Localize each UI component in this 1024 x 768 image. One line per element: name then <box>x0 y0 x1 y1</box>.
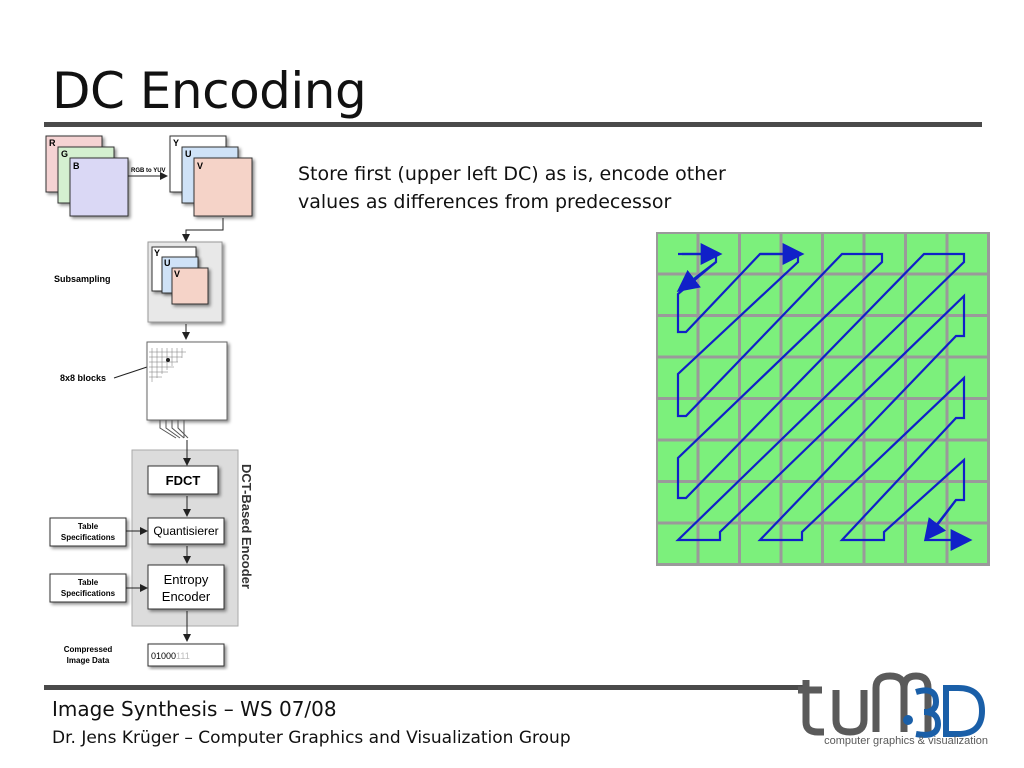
y-label: Y <box>173 138 179 148</box>
grid-cell <box>948 524 987 563</box>
grid-cell <box>824 483 863 522</box>
zigzag-scan-grid <box>656 232 990 566</box>
sub-y-label: Y <box>154 248 160 258</box>
grid-cell <box>907 275 946 314</box>
slide-description: Store first (upper left DC) as is, encod… <box>298 163 726 213</box>
r-label: R <box>49 138 56 148</box>
grid-cell <box>865 317 904 356</box>
grid-cell <box>741 483 780 522</box>
footer-divider <box>44 685 804 690</box>
encoder-title: DCT-Based Encoder <box>239 464 254 589</box>
jpeg-pipeline-diagram: R G B RGB to YUV Y U V Subsampling Y U V… <box>45 135 254 667</box>
bitstream-box <box>147 643 225 667</box>
fdct-box <box>147 465 219 495</box>
sub-u-label: U <box>164 258 171 268</box>
table-spec-2-line1: Table <box>78 578 99 587</box>
grid-cell <box>865 400 904 439</box>
grid-cell <box>699 275 738 314</box>
grid-cell <box>907 483 946 522</box>
grid-cell <box>824 524 863 563</box>
sub-v-label: V <box>174 269 180 279</box>
footer-course: Image Synthesis – WS 07/08 <box>52 697 337 721</box>
grid-cell <box>865 441 904 480</box>
grid-cell <box>948 441 987 480</box>
table-spec-box-2 <box>49 573 127 603</box>
v-plane <box>193 157 253 217</box>
table-spec-2-line2: Specifications <box>61 589 116 598</box>
entropy-label-2: Encoder <box>162 589 211 604</box>
grid-cell <box>824 400 863 439</box>
grid-cell <box>948 275 987 314</box>
grid-cell <box>865 358 904 397</box>
compressed-label-1: Compressed <box>64 645 113 654</box>
b-label: B <box>73 161 80 171</box>
grid-cell <box>741 524 780 563</box>
yuv-planes: Y U V <box>169 135 253 217</box>
fdct-label: FDCT <box>166 473 201 488</box>
grid-cell <box>907 441 946 480</box>
grid-cell <box>907 400 946 439</box>
grid-cell <box>824 441 863 480</box>
zigzag-late-arrow <box>923 499 957 542</box>
grid-cell <box>782 483 821 522</box>
grid-cell <box>741 400 780 439</box>
compressed-label-2: Image Data <box>67 656 110 665</box>
table-spec-1-line2: Specifications <box>61 533 116 542</box>
grid-cell <box>948 358 987 397</box>
rgb-planes: R G B <box>45 135 129 217</box>
table-spec-1-line1: Table <box>78 522 99 531</box>
grid-cell <box>907 358 946 397</box>
entropy-box <box>147 564 225 610</box>
slide-title: DC Encoding <box>52 62 367 120</box>
grid-cell <box>782 317 821 356</box>
title-divider <box>44 122 982 127</box>
table-spec-box-1 <box>49 517 127 547</box>
grid-cell <box>741 317 780 356</box>
footer-author: Dr. Jens Krüger – Computer Graphics and … <box>52 728 571 748</box>
grid-cell <box>865 483 904 522</box>
grid-cell <box>699 358 738 397</box>
block-to-encoder-lines <box>159 420 189 439</box>
block-grid <box>146 341 228 421</box>
g-label: G <box>61 149 68 159</box>
grid-cell <box>699 441 738 480</box>
grid-cell <box>782 524 821 563</box>
entropy-label-1: Entropy <box>164 572 209 587</box>
grid-cell <box>658 524 697 563</box>
subsampled-planes: Y U V <box>147 241 223 323</box>
v-label: V <box>197 161 203 171</box>
zigzag-second-arrow <box>676 261 717 293</box>
yuv-to-subsampling-arrow <box>182 218 224 242</box>
quantizer-box <box>147 517 225 545</box>
grid-cell <box>824 275 863 314</box>
grid-cell <box>741 275 780 314</box>
grid-cell <box>699 524 738 563</box>
u-label: U <box>185 149 192 159</box>
bitstream-text: 01000111 <box>151 651 190 661</box>
blocks-label: 8x8 blocks <box>60 373 106 383</box>
subsampling-label: Subsampling <box>54 274 111 284</box>
quantizer-label: Quantisierer <box>153 524 218 538</box>
tum3d-logo: computer graphics & visualization <box>798 672 988 747</box>
grid-cell <box>782 441 821 480</box>
grid-cell <box>907 524 946 563</box>
conversion-label: RGB to YUV <box>131 168 166 174</box>
grid-cell <box>907 317 946 356</box>
logo-text: computer graphics & visualization <box>824 735 988 747</box>
b-plane <box>69 157 129 217</box>
